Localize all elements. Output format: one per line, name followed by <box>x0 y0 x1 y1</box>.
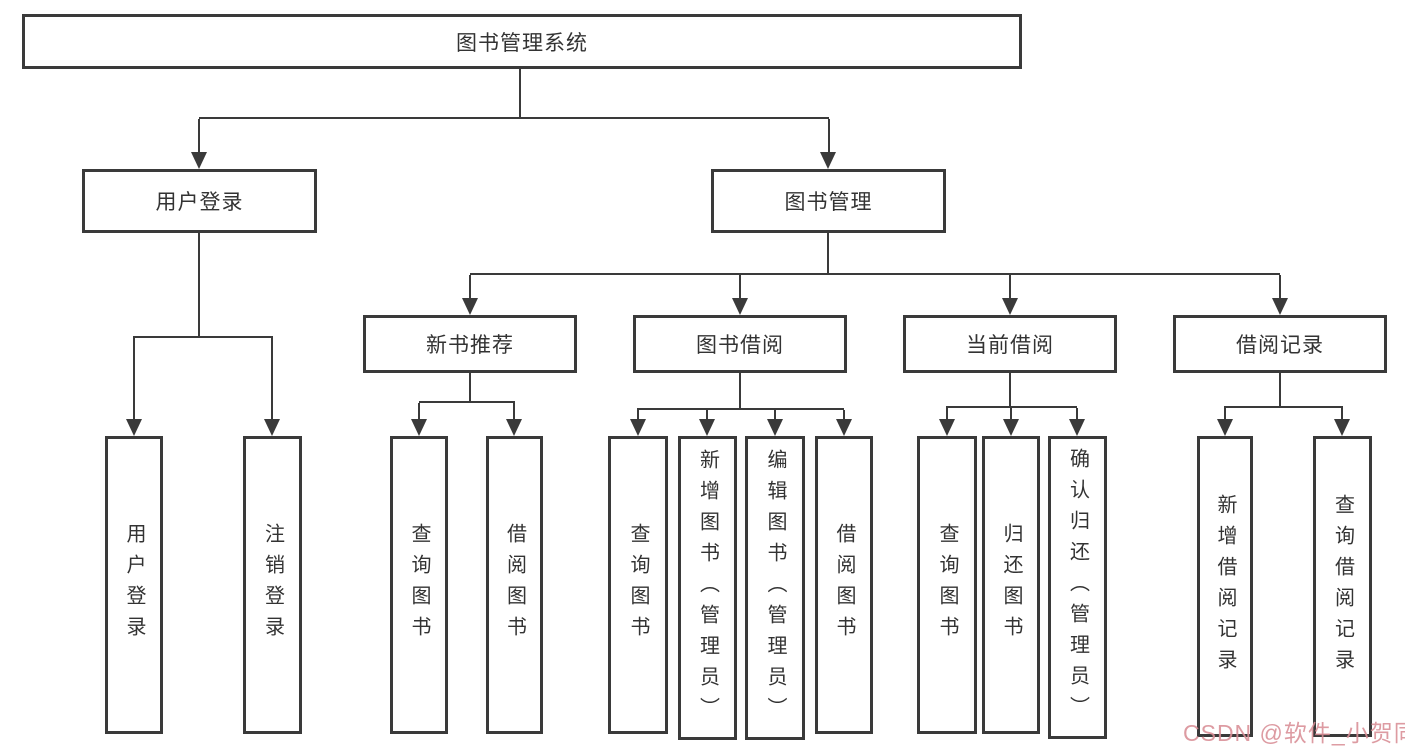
leaf-logout: 注销登录 <box>243 436 302 734</box>
leaf-cb-query-books: 查询图书 <box>917 436 977 734</box>
node-book-management: 图书管理 <box>711 169 946 233</box>
arrow-down-icon <box>767 419 783 436</box>
leaf-label: 注销登录 <box>261 523 284 647</box>
leaf-bb-add-books-admin: 新增图书（管理员） <box>678 436 737 740</box>
connector-line <box>1224 406 1343 408</box>
connector-line <box>513 403 515 419</box>
arrow-down-icon <box>126 419 142 436</box>
leaf-label: 查询图书 <box>936 523 958 647</box>
connector-line <box>418 403 420 419</box>
connector-line <box>1010 408 1012 419</box>
connector-line <box>1279 373 1281 406</box>
leaf-label: 归还图书 <box>1000 523 1022 647</box>
leaf-label: 用户登录 <box>123 523 145 647</box>
arrow-down-icon <box>411 419 427 436</box>
connector-line <box>637 410 639 419</box>
arrow-down-icon <box>462 298 478 315</box>
connector-line <box>470 273 1280 275</box>
connector-line <box>1009 373 1011 406</box>
connector-line <box>199 117 829 119</box>
connector-line <box>946 406 1077 408</box>
connector-line <box>271 338 273 419</box>
node-user-login: 用户登录 <box>82 169 317 233</box>
leaf-br-add-record: 新增借阅记录 <box>1197 436 1253 737</box>
leaf-label: 确认归还（管理员） <box>1066 448 1089 727</box>
connector-line <box>774 410 776 419</box>
leaf-cb-confirm-return-admin: 确认归还（管理员） <box>1048 436 1107 739</box>
leaf-bb-query-books: 查询图书 <box>608 436 668 734</box>
node-current-borrowing: 当前借阅 <box>903 315 1117 373</box>
leaf-label: 新增借阅记录 <box>1214 493 1236 680</box>
connector-line <box>946 408 948 419</box>
connector-line <box>739 275 741 299</box>
connector-line <box>133 336 273 338</box>
leaf-label: 编辑图书（管理员） <box>764 448 786 728</box>
arrow-down-icon <box>264 419 280 436</box>
node-new-book-recommend: 新书推荐 <box>363 315 577 373</box>
leaf-label: 查询图书 <box>408 523 430 647</box>
connector-line <box>706 410 708 419</box>
leaf-nb-borrow-books: 借阅图书 <box>486 436 543 734</box>
leaf-user-login: 用户登录 <box>105 436 163 734</box>
arrow-down-icon <box>1003 419 1019 436</box>
connector-line <box>1009 275 1011 299</box>
arrow-down-icon <box>1272 298 1288 315</box>
arrow-down-icon <box>836 419 852 436</box>
connector-line <box>828 119 830 153</box>
leaf-bb-edit-books-admin: 编辑图书（管理员） <box>745 436 805 740</box>
arrow-down-icon <box>506 419 522 436</box>
node-book-borrowing: 图书借阅 <box>633 315 847 373</box>
arrow-down-icon <box>1334 419 1350 436</box>
connector-line <box>1279 275 1281 299</box>
arrow-down-icon <box>191 152 207 169</box>
connector-line <box>469 275 471 299</box>
connector-line <box>739 373 741 408</box>
connector-line <box>1341 408 1343 419</box>
arrow-down-icon <box>939 419 955 436</box>
leaf-bb-borrow-books: 借阅图书 <box>815 436 873 734</box>
leaf-br-query-record: 查询借阅记录 <box>1313 436 1372 737</box>
arrow-down-icon <box>1069 419 1085 436</box>
leaf-label: 借阅图书 <box>833 523 855 647</box>
connector-line <box>519 69 521 117</box>
node-borrowing-records: 借阅记录 <box>1173 315 1387 373</box>
connector-line <box>1224 408 1226 419</box>
leaf-label: 新增图书（管理员） <box>696 448 719 728</box>
leaf-label: 查询借阅记录 <box>1331 493 1354 680</box>
leaf-label: 查询图书 <box>627 523 649 647</box>
node-library-management-system: 图书管理系统 <box>22 14 1022 69</box>
connector-line <box>469 373 471 401</box>
arrow-down-icon <box>699 419 715 436</box>
arrow-down-icon <box>1217 419 1233 436</box>
leaf-label: 借阅图书 <box>503 523 526 647</box>
connector-line <box>133 338 135 419</box>
csdn-watermark: CSDN @软件_小贺同学 <box>1183 720 1405 746</box>
arrow-down-icon <box>732 298 748 315</box>
arrow-down-icon <box>1002 298 1018 315</box>
arrow-down-icon <box>630 419 646 436</box>
connector-line <box>827 233 829 273</box>
connector-line <box>198 233 200 336</box>
leaf-cb-return-books: 归还图书 <box>982 436 1040 734</box>
arrow-down-icon <box>820 152 836 169</box>
connector-line <box>637 408 844 410</box>
connector-line <box>1076 408 1078 419</box>
connector-line <box>843 410 845 419</box>
connector-line <box>198 119 200 153</box>
connector-line <box>419 401 515 403</box>
leaf-nb-query-books: 查询图书 <box>390 436 448 734</box>
